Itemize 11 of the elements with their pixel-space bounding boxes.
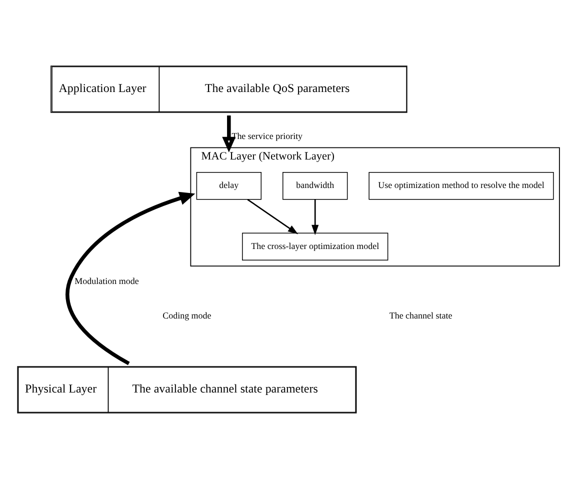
node-box: delay (196, 172, 262, 200)
node-box: The cross-layer optimization model (242, 232, 388, 260)
arrow (222, 114, 236, 152)
arrow (312, 199, 319, 235)
node-box: Use optimization method to resolve the model (368, 172, 554, 200)
edge-label: Modulation mode (74, 275, 139, 286)
arrow (66, 191, 196, 365)
label: Coding mode (162, 310, 212, 320)
label: The channel state (389, 310, 452, 320)
node-box: bandwidth (282, 172, 348, 200)
arrow (247, 198, 298, 234)
